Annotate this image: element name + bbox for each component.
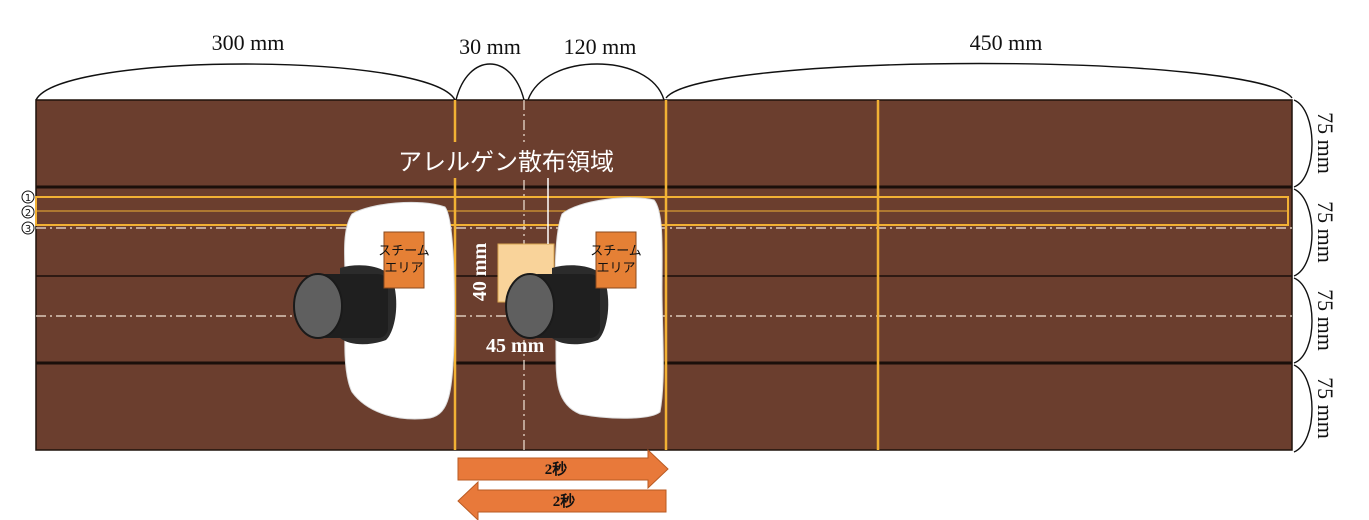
arrow-backward-label: 2秒 — [553, 492, 576, 510]
arrow-forward-shape — [457, 448, 669, 490]
steam-area-right-line2: エリア — [596, 261, 635, 276]
allergen-label-bg — [384, 142, 630, 178]
line-markers: 1 2 3 — [21, 190, 35, 235]
lane-separators — [36, 185, 1292, 365]
top-dimension-braces — [35, 62, 1293, 101]
marker-2: 2 — [25, 208, 31, 219]
brace-right-2 — [1293, 188, 1313, 277]
marker-3: 3 — [25, 224, 31, 235]
brace-right-3 — [1293, 277, 1313, 364]
arrow-backward-shape — [457, 480, 667, 520]
brace-300mm — [35, 63, 456, 101]
brace-right-4 — [1293, 364, 1313, 453]
nozzle-left-face — [293, 273, 343, 339]
patch-width-label: 45 mm — [486, 335, 545, 357]
patch-height-label: 40 mm — [469, 243, 491, 302]
brace-450mm — [665, 62, 1293, 99]
steam-area-right-line1: スチーム — [590, 244, 642, 259]
dim-450mm: 450 mm — [970, 30, 1043, 55]
steam-area-left — [383, 231, 425, 289]
steam-area-left-line1: スチーム — [378, 244, 430, 259]
steam-area-right — [595, 231, 637, 289]
arrow-forward-label: 2秒 — [545, 460, 568, 478]
brace-30mm — [455, 63, 525, 101]
dim-right-2: 75 mm — [1313, 201, 1338, 263]
brace-120mm — [527, 63, 665, 101]
nozzle-right-face — [505, 273, 555, 339]
floor-panel — [35, 99, 1293, 451]
marker-1-circle — [21, 190, 35, 204]
dim-120mm: 120 mm — [564, 34, 637, 59]
dim-right-1: 75 mm — [1313, 112, 1338, 174]
arrow-backward: 2秒 — [457, 480, 667, 520]
right-dimension-braces — [1293, 99, 1313, 453]
dim-right-4: 75 mm — [1313, 377, 1338, 439]
dim-300mm: 300 mm — [212, 30, 285, 55]
marker-2-circle — [21, 205, 35, 219]
dim-right-3: 75 mm — [1313, 289, 1338, 351]
marker-1: 1 — [25, 193, 31, 204]
allergen-area-label: アレルゲン散布領域 — [398, 148, 614, 176]
brace-right-1 — [1293, 99, 1313, 188]
steam-area-left-line2: エリア — [384, 261, 423, 276]
nozzle-left — [293, 265, 397, 345]
arrow-forward: 2秒 — [457, 448, 669, 490]
nozzle-right — [505, 265, 609, 345]
dim-30mm: 30 mm — [459, 34, 521, 59]
marker-3-circle — [21, 221, 35, 235]
